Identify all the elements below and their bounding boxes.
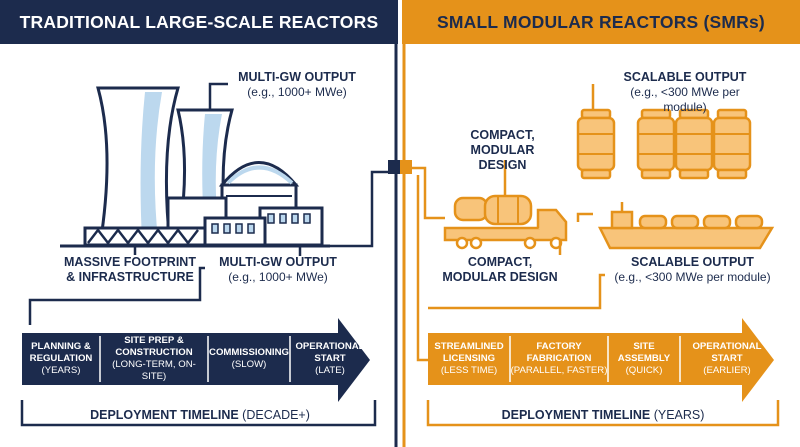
- left-step-commissioning: COMMISSIONING (SLOW): [209, 347, 289, 370]
- right-scalable-bottom-label: SCALABLE OUTPUT (e.g., <300 MWe per modu…: [614, 255, 771, 284]
- left-timeline-arrow: [22, 318, 370, 402]
- right-timeline-bracket: [426, 400, 780, 427]
- right-compact-top-label: COMPACT, MODULAR DESIGN: [470, 128, 535, 172]
- left-header: TRADITIONAL LARGE-SCALE REACTORS: [0, 0, 398, 44]
- right-compact-bottom-label: COMPACT, MODULAR DESIGN: [442, 255, 558, 284]
- right-step-fabrication: FACTORY FABRICATION (PARALLEL, FASTER): [510, 341, 608, 376]
- left-output-label: MULTI-GW OUTPUT (e.g., 1000+ MWe): [238, 70, 356, 99]
- right-header: SMALL MODULAR REACTORS (SMRs): [402, 0, 800, 44]
- right-scalable-top-label: SCALABLE OUTPUT (e.g., <300 MWe per modu…: [623, 70, 747, 114]
- left-step-planning: PLANNING & REGULATION (YEARS): [29, 341, 93, 376]
- right-step-licensing: STREAMLINED LICENSING (LESS TIME): [434, 341, 504, 376]
- right-timeline-arrow: [428, 318, 774, 402]
- right-step-assembly: SITE ASSEMBLY (QUICK): [617, 341, 671, 376]
- left-output-mid-label: MULTI-GW OUTPUT (e.g., 1000+ MWe): [219, 255, 337, 284]
- right-timeline-caption: DEPLOYMENT TIMELINE (YEARS): [498, 408, 708, 422]
- left-timeline-bracket: [20, 400, 377, 427]
- transport-truck-icon: [443, 194, 568, 250]
- left-step-construction: SITE PREP & CONSTRUCTION (LONG-TERM, ON-…: [112, 335, 196, 382]
- left-step-operational: OPERATIONAL START (LATE): [295, 341, 365, 376]
- nuclear-plant-icon: [60, 86, 330, 248]
- footprint-label: MASSIVE FOOTPRINT & INFRASTRUCTURE: [64, 255, 196, 284]
- reactor-module-icons: [576, 108, 752, 180]
- center-divider: [397, 0, 403, 447]
- left-timeline-caption: DEPLOYMENT TIMELINE (DECADE+): [80, 408, 320, 422]
- cargo-ship-icon: [597, 202, 775, 250]
- divider-connector: [388, 160, 400, 174]
- right-step-operational: OPERATIONAL START (EARLIER): [692, 341, 762, 376]
